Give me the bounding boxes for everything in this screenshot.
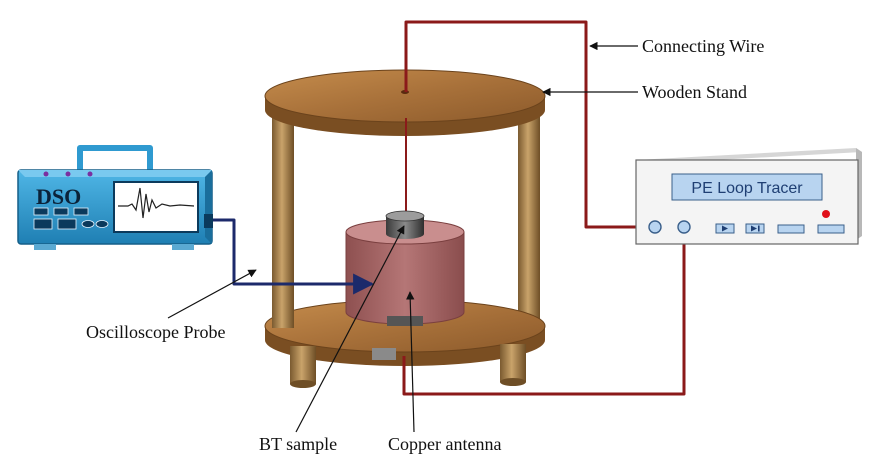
bt-sample-base — [387, 316, 423, 326]
probe-port — [204, 214, 213, 228]
stand-foot-right — [500, 344, 526, 382]
tracer-input-jack-1 — [648, 220, 662, 234]
label-bt-sample: BT sample — [259, 434, 337, 454]
probe-wire — [212, 218, 375, 295]
oscilloscope-buttons — [33, 207, 109, 230]
pointer-copper-antenna — [406, 291, 415, 433]
oscilloscope-handle — [77, 145, 153, 172]
tracer-display-panel — [671, 173, 823, 201]
stand-foot-left — [290, 346, 316, 384]
tracer-input-jack-2 — [677, 220, 691, 234]
pointer-oscilloscope-probe — [167, 269, 257, 319]
label-copper-antenna: Copper antenna — [388, 434, 501, 454]
oscilloscope: DSO — [17, 145, 213, 250]
oscilloscope-label: DSO — [36, 184, 81, 209]
label-oscilloscope-probe: Oscilloscope Probe — [86, 322, 225, 342]
pointer-bt-sample — [295, 225, 405, 433]
copper-antenna — [345, 219, 465, 326]
annotation-pointers — [167, 41, 638, 433]
stand-foot-center — [372, 348, 396, 360]
stand-leg-left — [272, 104, 294, 328]
stand-leg-back-right — [518, 108, 540, 326]
connecting-wire — [404, 20, 654, 229]
label-wooden-stand: Wooden Stand — [642, 82, 747, 102]
indicator-light-icon — [822, 210, 830, 218]
pe-loop-tracer: PE Loop Tracer — [635, 148, 862, 245]
tracer-label: PE Loop Tracer — [691, 180, 803, 197]
return-wire — [402, 228, 686, 396]
play-button-icon — [33, 218, 53, 230]
skip-button-icon — [57, 218, 77, 230]
bt-sample — [385, 210, 425, 239]
waveform-icon — [118, 187, 195, 219]
label-connecting-wire: Connecting Wire — [642, 36, 764, 56]
